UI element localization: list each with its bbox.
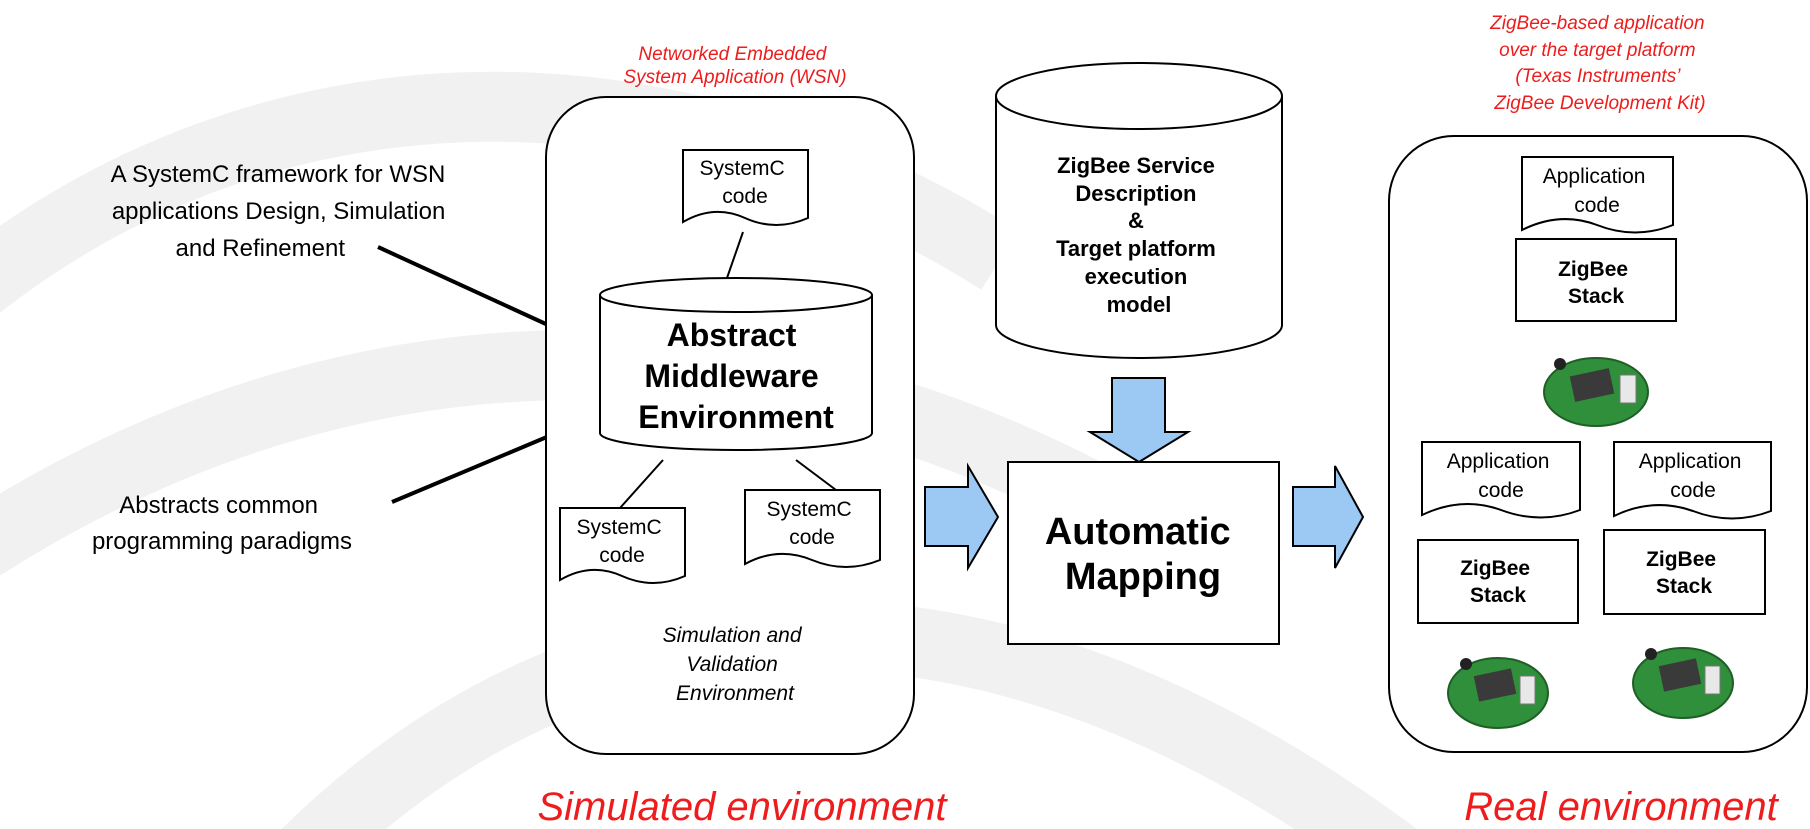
svg-text:ZigBee Service Descripti: ZigBee Service Description & Target plat… — [1056, 153, 1222, 317]
connector-left-doc — [619, 459, 664, 509]
block-arrow-down — [1086, 377, 1192, 464]
svg-text:Automatic Mapping: Automatic Mapping — [1045, 511, 1241, 598]
real-footer: Real environment — [1464, 785, 1779, 829]
simulated-footer: Simulated environment — [537, 785, 948, 829]
automatic-mapping-box: Automatic Mapping — [1007, 461, 1280, 645]
zigbee-service-db: ZigBee Service Description & Target plat… — [995, 62, 1283, 359]
svg-text:ZigBee Stack: ZigBee Stack — [1460, 557, 1536, 607]
validation-caption: Simulation and Validation Environment — [663, 624, 808, 705]
zigbee-stack-left: ZigBee Stack — [1417, 539, 1579, 624]
block-arrow-to-real — [1292, 465, 1365, 569]
zigbee-stack-top: ZigBee Stack — [1515, 238, 1677, 322]
simulated-caption: Networked Embedded System Application (W… — [623, 44, 846, 88]
paradigms-annotation: Abstracts common programming paradigms — [92, 492, 352, 555]
application-code-doc-left: Application code — [1421, 441, 1581, 519]
svg-text:ZigBee Stack: ZigBee Stack — [1646, 548, 1722, 598]
application-code-doc-top: Application code — [1521, 156, 1674, 234]
connector-right-doc — [795, 459, 837, 491]
svg-text:Abstract Middleware: Abstract Middleware Environment — [638, 317, 834, 435]
svg-text:SystemC code: SystemC code — [576, 516, 667, 567]
real-caption: ZigBee-based application over the target… — [1489, 13, 1710, 114]
zigbee-stack-right: ZigBee Stack — [1603, 529, 1766, 615]
systemc-code-doc-top: SystemC code — [682, 149, 809, 226]
svg-text:Application code: Application code — [1447, 450, 1556, 502]
svg-text:SystemC code: SystemC code — [699, 157, 790, 208]
svg-text:Application code: Application code — [1639, 450, 1748, 502]
framework-annotation: A SystemC framework for WSN applications… — [111, 161, 452, 262]
application-code-doc-right: Application code — [1613, 441, 1772, 520]
block-arrow-to-mapping — [924, 462, 1000, 572]
zigbee-board-left — [1447, 657, 1549, 729]
zigbee-board-top — [1543, 357, 1649, 427]
systemc-code-doc-right: SystemC code — [744, 489, 881, 568]
svg-text:Application code: Application code — [1543, 165, 1652, 217]
connector-top-doc — [726, 231, 744, 279]
svg-text:ZigBee Stack: ZigBee Stack — [1558, 258, 1634, 308]
svg-text:SystemC code: SystemC code — [766, 498, 857, 549]
systemc-code-doc-left: SystemC code — [559, 507, 686, 584]
abstract-middleware-db: Abstract Middleware Environment — [599, 277, 873, 451]
zigbee-board-right — [1632, 647, 1734, 719]
